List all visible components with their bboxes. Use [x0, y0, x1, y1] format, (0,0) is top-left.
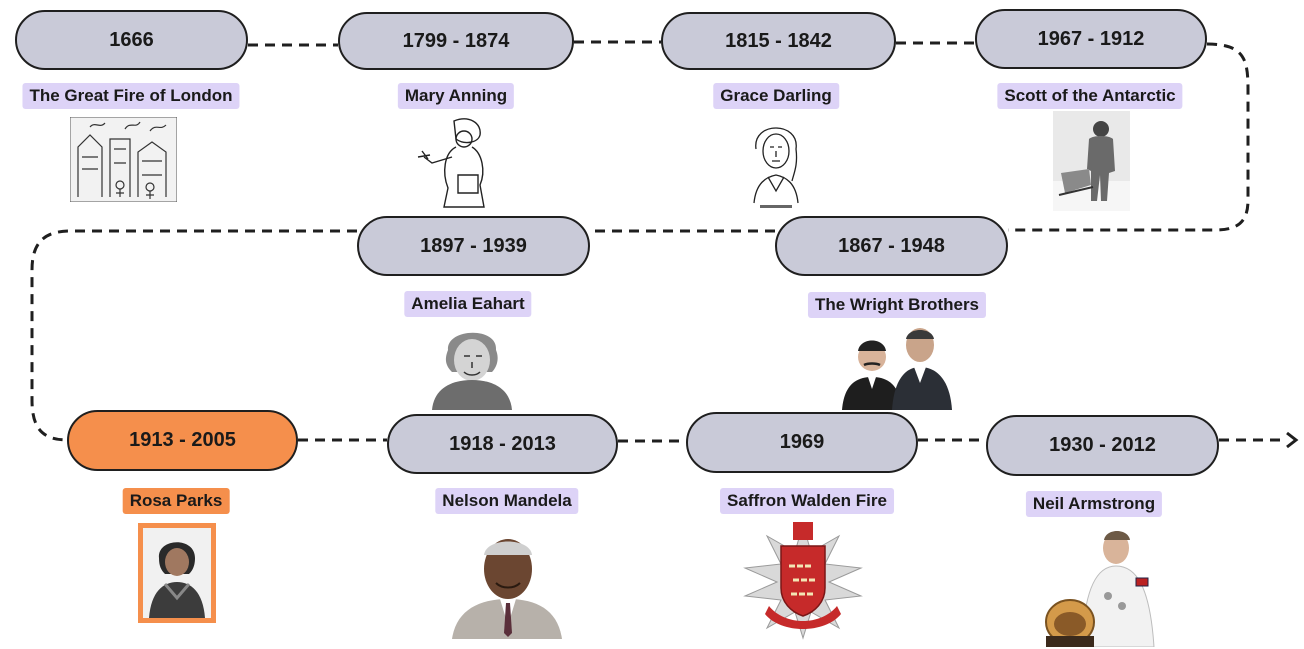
- event-label: Scott of the Antarctic: [997, 83, 1183, 109]
- fossil-hunter-sketch-icon: [414, 113, 499, 209]
- event-label: Grace Darling: [713, 83, 839, 109]
- event-label: Amelia Eahart: [404, 291, 532, 317]
- event-label: Neil Armstrong: [1025, 491, 1163, 517]
- year-pill: 1897 - 1939: [357, 216, 590, 276]
- two-men-photo-icon: [828, 323, 961, 410]
- year-pill: 1867 - 1948: [775, 216, 1008, 276]
- event-label: The Great Fire of London: [22, 83, 240, 109]
- astronaut-photo-icon: [1042, 526, 1158, 647]
- event-label-highlighted: Rosa Parks: [122, 488, 230, 514]
- portrait-photo-icon: [138, 523, 216, 623]
- year-pill-highlighted: 1913 - 2005: [67, 410, 298, 471]
- event-label: Saffron Walden Fire: [720, 488, 894, 514]
- aviator-portrait-icon: [428, 320, 516, 410]
- year-pill: 1967 - 1912: [975, 9, 1207, 69]
- event-label: Nelson Mandela: [435, 488, 579, 514]
- event-label: The Wright Brothers: [807, 292, 987, 318]
- year-pill: 1666: [15, 10, 248, 70]
- year-pill: 1815 - 1842: [661, 12, 896, 70]
- great-fire-engraving-icon: [70, 117, 177, 202]
- year-pill: 1799 - 1874: [338, 12, 574, 70]
- event-label: Mary Anning: [397, 83, 515, 109]
- portrait-photo-icon: [452, 529, 562, 639]
- year-pill: 1969: [686, 412, 918, 473]
- arrowhead-icon: [1286, 431, 1299, 449]
- portrait-sketch-icon: [742, 111, 810, 211]
- year-pill: 1930 - 2012: [986, 415, 1219, 476]
- explorer-photo-icon: [1053, 111, 1130, 211]
- fire-rescue-badge-icon: [741, 522, 865, 640]
- year-pill: 1918 - 2013: [387, 414, 618, 474]
